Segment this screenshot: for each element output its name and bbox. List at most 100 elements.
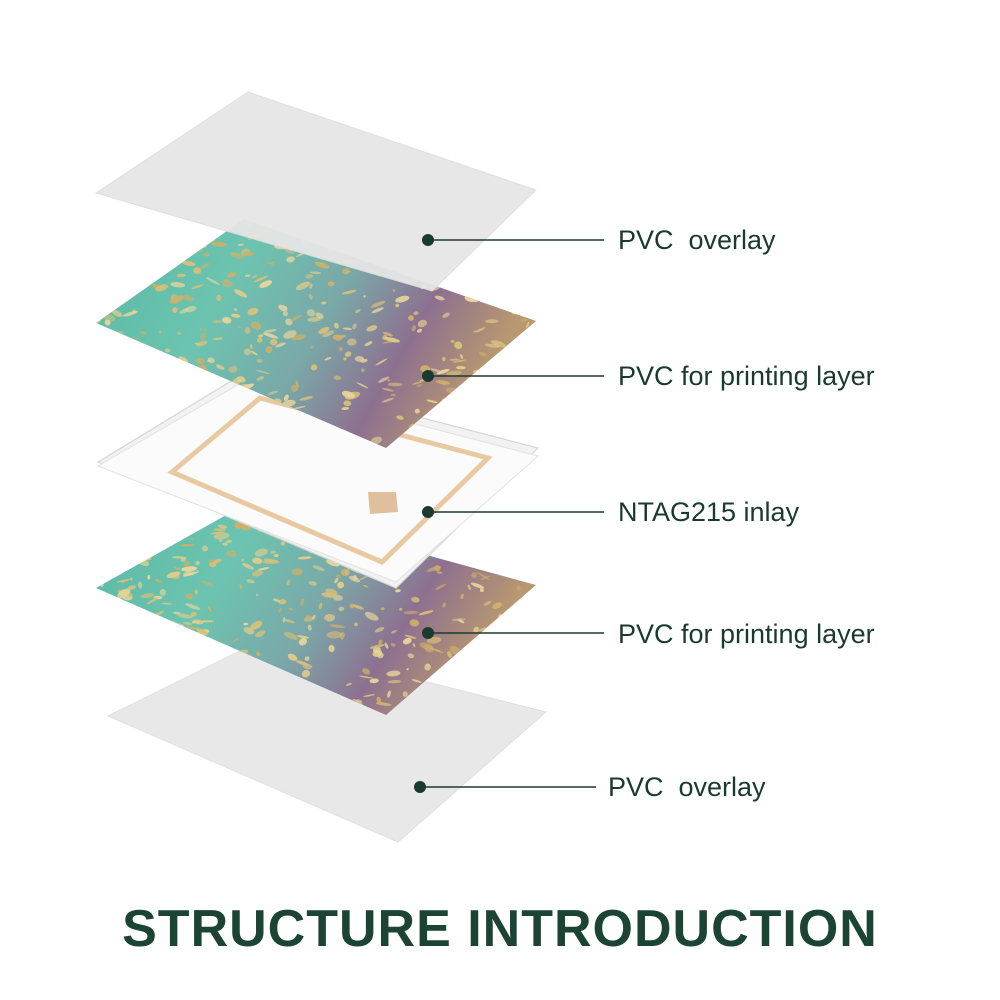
gold-speckle xyxy=(234,521,243,529)
gold-speckle xyxy=(182,509,186,513)
gold-speckle xyxy=(409,619,420,627)
gold-speckle xyxy=(284,248,295,254)
gold-speckle xyxy=(305,274,314,279)
gold-speckle xyxy=(140,593,155,599)
gold-speckle xyxy=(424,663,431,671)
gold-speckle xyxy=(172,677,176,681)
gold-speckle xyxy=(498,228,510,233)
gold-speckle xyxy=(341,406,350,411)
gold-speckle xyxy=(273,553,279,558)
gold-speckle xyxy=(484,343,500,348)
gold-speckle xyxy=(473,330,479,333)
gold-speckle xyxy=(217,524,228,529)
gold-speckle xyxy=(408,315,414,321)
gold-speckle xyxy=(434,295,445,301)
gold-speckle xyxy=(342,327,353,331)
gold-speckle xyxy=(304,656,310,661)
gold-speckle xyxy=(142,383,152,392)
gold-speckle xyxy=(177,225,187,229)
gold-speckle xyxy=(531,618,536,622)
gold-speckle xyxy=(169,665,176,673)
gold-speckle xyxy=(364,341,373,347)
gold-speckle xyxy=(517,273,527,279)
gold-speckle xyxy=(527,665,532,669)
gold-speckle xyxy=(343,400,352,407)
gold-speckle xyxy=(103,406,110,413)
gold-speckle xyxy=(222,317,232,324)
gold-speckle xyxy=(490,688,505,695)
gold-speckle xyxy=(476,327,486,332)
gold-speckle xyxy=(137,581,143,589)
gold-speckle xyxy=(241,558,245,562)
gold-speckle xyxy=(312,565,325,571)
gold-speckle xyxy=(125,267,130,273)
gold-speckle xyxy=(504,524,520,529)
gold-speckle xyxy=(519,294,526,301)
gold-speckle xyxy=(100,521,113,529)
gold-speckle xyxy=(164,671,168,676)
gold-speckle xyxy=(449,358,460,361)
gold-speckle xyxy=(381,397,394,403)
gold-speckle xyxy=(242,252,255,256)
gold-speckle xyxy=(426,636,442,644)
gold-speckle xyxy=(343,357,347,361)
gold-speckle xyxy=(116,664,126,673)
gold-speckle xyxy=(441,381,447,386)
gold-speckle xyxy=(278,304,288,312)
gold-speckle xyxy=(384,337,400,343)
gold-speckle xyxy=(503,274,517,283)
gold-speckle xyxy=(391,629,397,634)
gold-speckle xyxy=(96,264,103,268)
gold-speckle xyxy=(251,274,258,278)
gold-speckle xyxy=(484,690,491,696)
gold-speckle xyxy=(457,540,463,546)
gold-speckle xyxy=(239,584,243,590)
gold-speckle xyxy=(117,226,127,233)
gold-speckle xyxy=(478,253,494,258)
gold-speckle xyxy=(113,527,123,533)
gold-speckle xyxy=(483,286,495,292)
gold-speckle xyxy=(527,395,535,403)
gold-speckle xyxy=(470,582,485,589)
gold-speckle xyxy=(247,307,259,316)
gold-speckle xyxy=(495,681,505,688)
label-top-overlay: PVC overlay xyxy=(618,225,776,255)
gold-speckle xyxy=(117,700,133,704)
gold-speckle xyxy=(491,675,499,682)
gold-speckle xyxy=(170,379,174,386)
gold-speckle xyxy=(221,279,233,288)
gold-speckle xyxy=(105,278,113,285)
gold-speckle xyxy=(139,513,154,518)
gold-speckle xyxy=(104,354,114,359)
gold-speckle xyxy=(230,313,241,318)
gold-speckle xyxy=(255,593,259,596)
gold-speckle xyxy=(517,219,525,224)
gold-speckle xyxy=(191,284,204,290)
gold-speckle xyxy=(459,661,467,667)
gold-speckle xyxy=(326,631,343,639)
gold-speckle xyxy=(139,641,144,646)
gold-speckle xyxy=(201,647,207,652)
gold-speckle xyxy=(307,624,312,631)
gold-speckle xyxy=(412,381,423,385)
gold-speckle xyxy=(507,251,513,256)
gold-speckle xyxy=(370,436,382,445)
gold-speckle xyxy=(150,411,160,419)
gold-speckle xyxy=(114,544,127,553)
gold-speckle xyxy=(103,344,115,352)
gold-speckle xyxy=(358,574,370,581)
gold-speckle xyxy=(180,663,190,670)
gold-speckle xyxy=(354,309,361,313)
gold-speckle xyxy=(228,365,238,373)
gold-speckle xyxy=(204,378,213,383)
gold-speckle xyxy=(298,638,308,646)
gold-speckle xyxy=(369,644,385,649)
gold-speckle xyxy=(134,540,140,547)
gold-speckle xyxy=(140,348,155,357)
gold-speckle xyxy=(497,554,506,560)
gold-speckle xyxy=(243,622,249,626)
gold-speckle xyxy=(360,368,365,373)
gold-speckle xyxy=(457,658,465,666)
inlay-card xyxy=(96,371,540,589)
gold-speckle xyxy=(192,647,204,655)
